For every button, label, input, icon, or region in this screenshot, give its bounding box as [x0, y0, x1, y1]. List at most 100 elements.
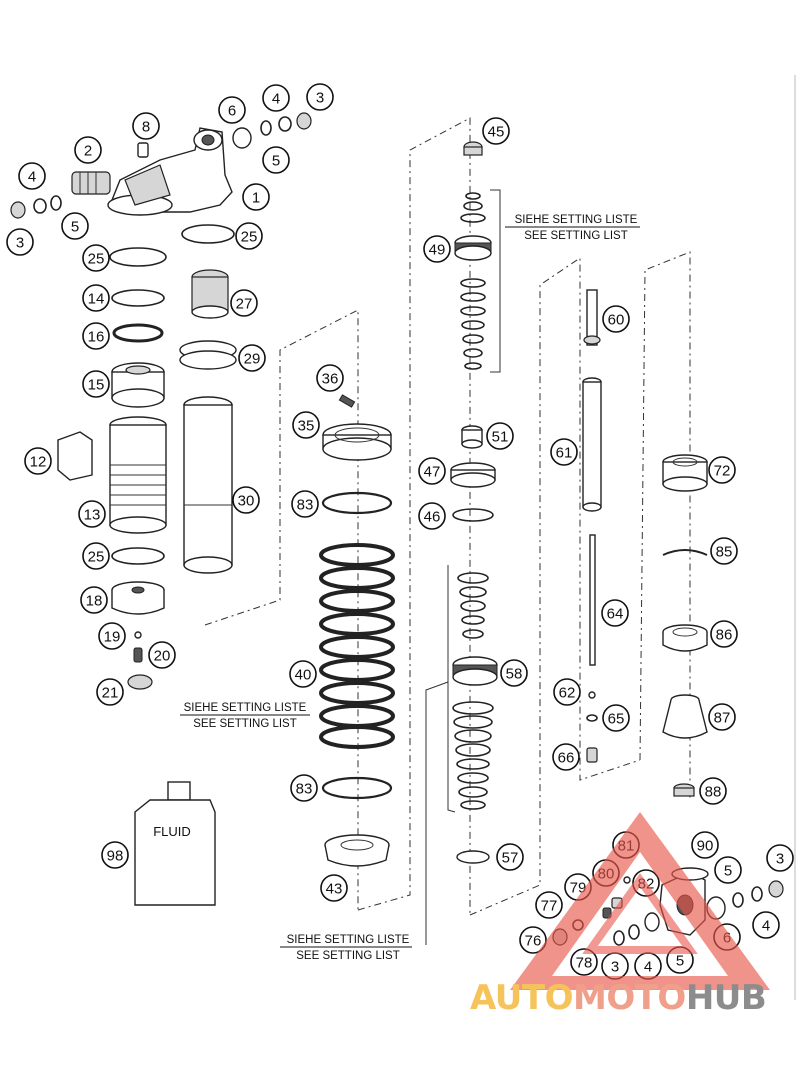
- adjusting-nut-35: [322, 423, 392, 461]
- callout-25: 25: [82, 542, 110, 570]
- callout-65: 65: [602, 704, 630, 732]
- callout-circle: [710, 620, 738, 648]
- fluid-label: FLUID: [153, 824, 191, 839]
- callout-circle: [482, 117, 510, 145]
- screw-36: [338, 394, 356, 408]
- callout-label: 21: [102, 685, 119, 702]
- callout-19: 19: [98, 622, 126, 650]
- callout-label: 58: [506, 666, 523, 683]
- callout-circle: [710, 537, 738, 565]
- callout-circle: [218, 96, 246, 124]
- callout-77: 77: [535, 891, 563, 919]
- setting-note-lower: SIEHE SETTING LISTE SEE SETTING LIST: [280, 934, 412, 962]
- callout-label: 83: [297, 497, 314, 514]
- callout-label: 3: [16, 235, 24, 252]
- callout-label: 66: [558, 750, 575, 767]
- callout-circle: [320, 874, 348, 902]
- callout-circle: [570, 948, 598, 976]
- callout-circle: [18, 162, 46, 190]
- callout-87: 87: [708, 703, 736, 731]
- ball-19: [134, 631, 142, 639]
- seal-47: [450, 462, 496, 488]
- callout-14: 14: [82, 284, 110, 312]
- rod-end-60: [583, 289, 601, 346]
- callout-6: 6: [218, 96, 246, 124]
- callout-label: 8: [142, 119, 150, 136]
- callout-label: 49: [429, 242, 446, 259]
- callout-label: 62: [559, 685, 576, 702]
- callout-circle: [235, 222, 263, 250]
- callout-label: 72: [714, 463, 731, 480]
- callout-label: 18: [86, 593, 103, 610]
- callout-label: 77: [541, 898, 558, 915]
- callout-49: 49: [423, 235, 451, 263]
- callout-circle: [766, 844, 794, 872]
- callout-label: 12: [30, 454, 47, 471]
- callout-66: 66: [552, 743, 580, 771]
- small-parts-left: [10, 142, 149, 219]
- callout-label: 64: [607, 606, 624, 623]
- callout-circle: [535, 891, 563, 919]
- callout-circle: [708, 456, 736, 484]
- callout-label: 29: [244, 351, 261, 368]
- callout-label: 90: [697, 838, 714, 855]
- callout-label: 6: [228, 103, 236, 120]
- callout-21: 21: [96, 678, 124, 706]
- callout-label: 25: [88, 251, 105, 268]
- shim-stack-bottom: [452, 701, 494, 810]
- callout-circle: [82, 244, 110, 272]
- callout-4: 4: [18, 162, 46, 190]
- callout-label: 5: [724, 863, 732, 880]
- bump-cap-86: [662, 624, 708, 652]
- callout-circle: [242, 183, 270, 211]
- callout-label: 86: [716, 627, 733, 644]
- callout-label: 85: [716, 544, 733, 561]
- callout-circle: [601, 599, 629, 627]
- callout-3: 3: [766, 844, 794, 872]
- callout-15: 15: [82, 370, 110, 398]
- callout-label: 88: [705, 784, 722, 801]
- callout-30: 30: [232, 486, 260, 514]
- callout-circle: [496, 843, 524, 871]
- callout-61: 61: [550, 438, 578, 466]
- piston-58: [452, 656, 498, 686]
- callout-label: 5: [71, 219, 79, 236]
- callout-46: 46: [418, 502, 446, 530]
- bump-rubber-87: [662, 694, 708, 739]
- callout-98: 98: [101, 841, 129, 869]
- callout-3: 3: [6, 228, 34, 256]
- callout-20: 20: [148, 641, 176, 669]
- callout-35: 35: [292, 411, 320, 439]
- callout-label: 35: [298, 418, 315, 435]
- callout-57: 57: [496, 843, 524, 871]
- watermark-auto: AUTO: [470, 978, 573, 1018]
- callout-label: 5: [676, 953, 684, 970]
- callout-circle: [101, 841, 129, 869]
- callout-25: 25: [82, 244, 110, 272]
- callout-circle: [500, 659, 528, 687]
- callout-circle: [82, 284, 110, 312]
- callout-label: 25: [88, 549, 105, 566]
- reservoir-30: [183, 396, 233, 574]
- callout-2: 2: [74, 136, 102, 164]
- callout-circle: [714, 856, 742, 884]
- shim-stack-upper: [460, 192, 486, 223]
- cap-21: [127, 674, 153, 690]
- callout-86: 86: [710, 620, 738, 648]
- callout-circle: [238, 344, 266, 372]
- setting-note-de: SIEHE SETTING LISTE: [515, 214, 638, 226]
- setting-note-en: SEE SETTING LIST: [193, 718, 297, 730]
- callout-4: 4: [634, 952, 662, 980]
- callout-47: 47: [418, 457, 446, 485]
- spring-seat-43: [324, 834, 390, 867]
- o-ring-25c: [181, 224, 235, 244]
- washer-83b: [321, 776, 393, 800]
- callout-label: 19: [104, 629, 121, 646]
- small-parts-top-right: [232, 112, 312, 149]
- callout-circle: [423, 235, 451, 263]
- callout-label: 30: [238, 493, 255, 510]
- callout-label: 43: [326, 881, 343, 898]
- callout-circle: [289, 660, 317, 688]
- callout-circle: [292, 411, 320, 439]
- cap-18: [111, 581, 165, 615]
